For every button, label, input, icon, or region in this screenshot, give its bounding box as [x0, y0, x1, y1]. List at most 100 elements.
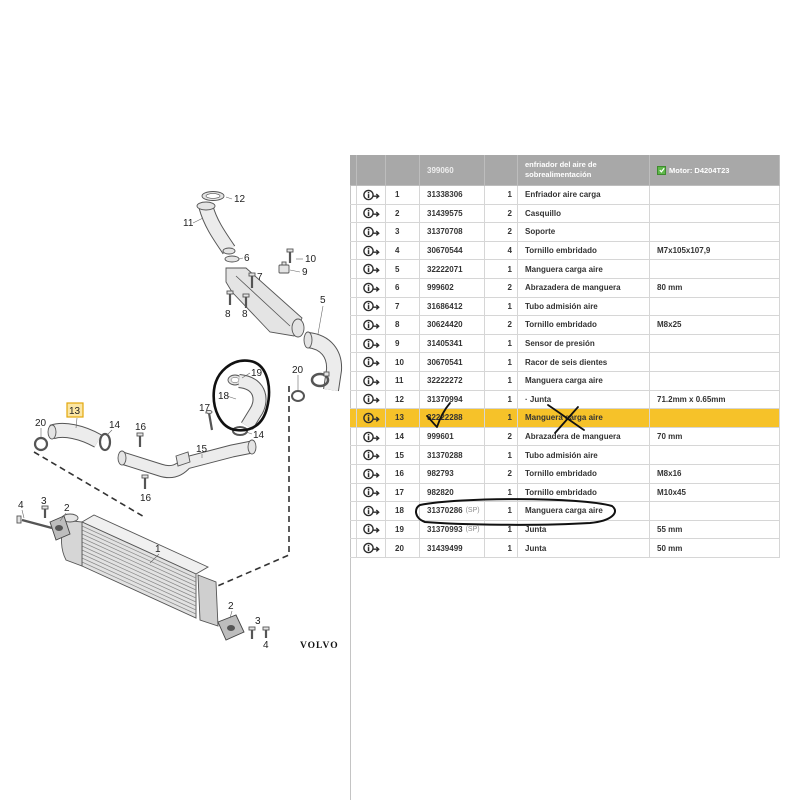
ring-part-20-left[interactable] [33, 436, 49, 452]
info-arrow-icon[interactable] [362, 319, 380, 331]
part-number[interactable]: 31686412 [427, 301, 463, 311]
label-9[interactable]: 9 [302, 267, 308, 278]
row-info-cell[interactable] [357, 502, 386, 521]
info-arrow-icon[interactable] [362, 486, 380, 498]
ring-part-20-right[interactable] [291, 390, 305, 402]
label-19[interactable]: 19 [251, 368, 263, 379]
row-info-cell[interactable] [357, 297, 386, 317]
part-number-cell[interactable]: 30624420 [420, 316, 485, 335]
part-number-cell[interactable]: 31439575 [420, 204, 485, 224]
bracket-part-2-left[interactable] [49, 515, 71, 541]
part-number-cell[interactable]: 31370708 [420, 223, 485, 242]
label-20-right[interactable]: 20 [292, 365, 304, 376]
label-13[interactable]: 13 [69, 406, 81, 417]
bracket-part-2-right[interactable] [217, 614, 245, 641]
row-info-cell[interactable] [357, 390, 386, 410]
label-16-upper[interactable]: 16 [135, 422, 147, 433]
label-17[interactable]: 17 [199, 403, 211, 414]
part-number-cell[interactable]: 999601 [420, 427, 485, 447]
info-arrow-icon[interactable] [362, 542, 380, 554]
bolt-part-4-left[interactable] [16, 515, 53, 530]
bolt-part-3-right[interactable] [248, 626, 256, 639]
label-14-right[interactable]: 14 [253, 430, 265, 441]
ring-part-6[interactable] [224, 255, 240, 263]
part-number-cell[interactable]: 31370288 [420, 446, 485, 465]
bolt-part-4-right[interactable] [262, 626, 270, 638]
info-arrow-icon[interactable] [362, 263, 380, 275]
row-info-cell[interactable] [357, 223, 386, 242]
intake-pipe-part-15[interactable] [117, 439, 257, 479]
part-number-cell[interactable]: 32222272 [420, 371, 485, 391]
part-number-cell[interactable]: 32222071 [420, 260, 485, 279]
bolt-part-7[interactable] [248, 272, 256, 288]
row-info-cell[interactable] [357, 353, 386, 372]
part-number[interactable]: 32222071 [427, 264, 463, 274]
bolt-part-16-lower[interactable] [141, 474, 149, 489]
header-filter-motor[interactable]: Motor: D4204T23 [650, 155, 780, 186]
bolt-part-8-a[interactable] [226, 290, 234, 305]
part-number-cell[interactable]: 999602 [420, 278, 485, 298]
label-6[interactable]: 6 [244, 253, 250, 264]
label-16-lower[interactable]: 16 [140, 493, 152, 504]
part-number-cell[interactable]: 30670544 [420, 241, 485, 261]
info-arrow-icon[interactable] [362, 356, 380, 368]
info-arrow-icon[interactable] [362, 207, 380, 219]
label-2-left[interactable]: 2 [64, 503, 70, 514]
part-number-cell[interactable]: 32222288 [420, 409, 485, 428]
bolt-part-10[interactable] [286, 248, 294, 263]
label-4-right[interactable]: 4 [263, 640, 269, 651]
part-number-cell[interactable]: 31686412 [420, 297, 485, 317]
bolt-part-3-left[interactable] [41, 505, 49, 518]
info-arrow-icon[interactable] [362, 431, 380, 443]
part-number-cell[interactable]: 30670541 [420, 353, 485, 372]
label-8-a[interactable]: 8 [225, 309, 231, 320]
part-number[interactable]: 30624420 [427, 320, 463, 330]
row-info-cell[interactable] [357, 371, 386, 391]
row-info-cell[interactable] [357, 316, 386, 335]
part-number-cell[interactable]: 31370993(SP) [420, 520, 485, 540]
row-info-cell[interactable] [357, 334, 386, 354]
checkbox-checked-icon[interactable] [657, 165, 666, 175]
label-20-left[interactable]: 20 [35, 418, 47, 429]
row-info-cell[interactable] [357, 520, 386, 540]
part-number-cell[interactable]: 31405341 [420, 334, 485, 354]
bolt-part-8-b[interactable] [242, 293, 250, 308]
label-3-right[interactable]: 3 [255, 616, 261, 627]
part-number[interactable]: 31338306 [427, 190, 463, 200]
part-number-cell[interactable]: 31338306 [420, 186, 485, 205]
label-5[interactable]: 5 [320, 295, 326, 306]
label-4-left[interactable]: 4 [18, 500, 24, 511]
row-info-cell[interactable] [357, 260, 386, 279]
row-info-cell[interactable] [357, 483, 386, 503]
pressure-sensor-part-9[interactable] [278, 261, 290, 274]
part-number-cell[interactable]: 982820 [420, 483, 485, 503]
row-info-cell[interactable] [357, 539, 386, 558]
part-number[interactable]: 31370286 [427, 506, 463, 516]
hose-part-5[interactable] [303, 331, 343, 392]
bolt-part-16-upper[interactable] [136, 432, 144, 447]
part-number[interactable]: 31370994 [427, 394, 463, 404]
part-number-cell[interactable]: 31370994 [420, 390, 485, 410]
part-number[interactable]: 30670541 [427, 357, 463, 367]
info-arrow-icon[interactable] [362, 226, 380, 238]
info-arrow-icon[interactable] [362, 505, 380, 517]
part-number[interactable]: 31370708 [427, 227, 463, 237]
part-number[interactable]: 32222288 [427, 413, 463, 423]
hose-part-18[interactable] [237, 374, 267, 430]
label-11[interactable]: 11 [183, 218, 194, 229]
